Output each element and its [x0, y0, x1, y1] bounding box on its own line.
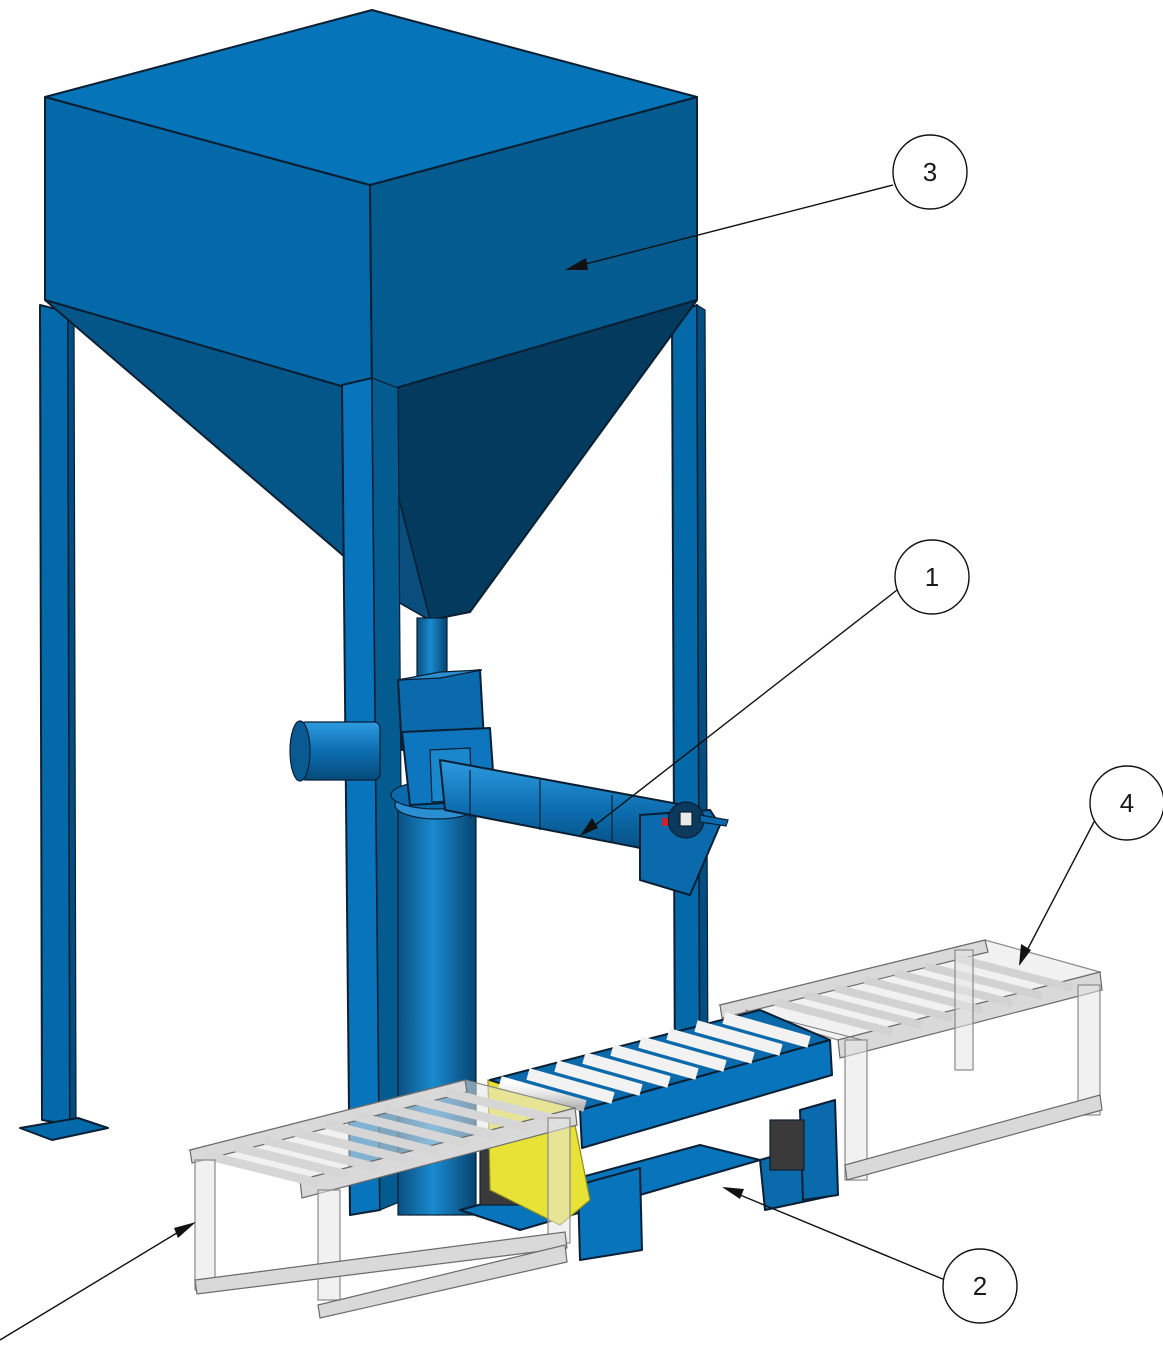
callout-2-label: 2	[973, 1271, 987, 1301]
callout-1: 1	[894, 539, 970, 615]
callout-3-label: 3	[923, 157, 937, 187]
callout-4-label: 4	[1120, 788, 1134, 818]
hopper-leg-back-right	[671, 304, 701, 1096]
hopper-outlet-neck	[416, 617, 448, 679]
callout-1-label: 1	[925, 562, 939, 592]
outfeed-conveyor	[717, 939, 1103, 1181]
motor-body	[299, 721, 381, 781]
weigh-rollers	[498, 1012, 811, 1112]
auger-conveyor	[289, 720, 729, 896]
infeed-conveyor	[187, 1079, 578, 1319]
infeed-rollers	[203, 1087, 560, 1188]
hopper-assembly	[19, 9, 709, 1216]
hopper-leg-left	[39, 304, 71, 1126]
hopper-box-top	[44, 9, 698, 186]
callout-3: 3	[892, 134, 968, 210]
leader-lines	[0, 184, 1096, 1341]
callout-4: 4	[1089, 765, 1163, 841]
hopper-leg-left-foot	[19, 1117, 109, 1141]
callout-2: 2	[942, 1248, 1018, 1324]
